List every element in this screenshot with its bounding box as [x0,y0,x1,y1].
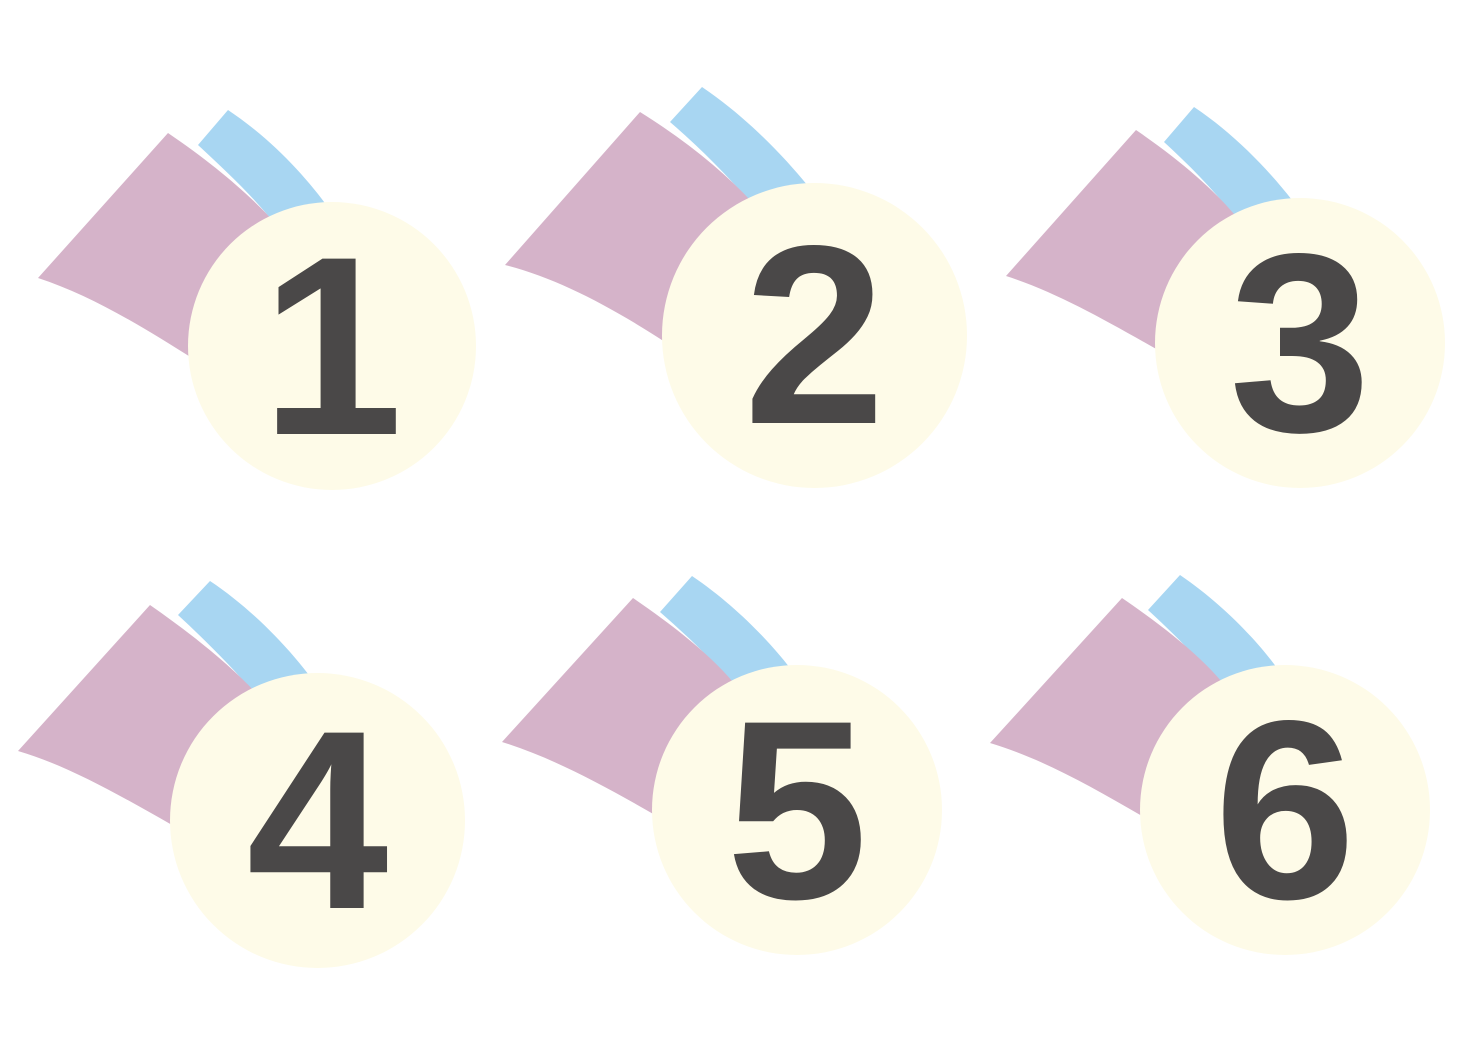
medal-number: 5 [726,667,868,953]
medal-number: 6 [1214,667,1356,953]
medal-5: 5 [485,570,965,1000]
medal-6: 6 [972,570,1452,1000]
medal-disc: 6 [1140,665,1430,955]
medal-number: 3 [1229,200,1371,486]
medal-3: 3 [990,100,1470,530]
medal-disc: 2 [662,183,967,488]
medal-1: 1 [20,100,500,530]
medal-disc: 3 [1155,198,1445,488]
medal-number: 2 [743,193,886,478]
medal-2: 2 [490,80,970,510]
medal-disc: 5 [652,665,942,955]
medal-disc: 1 [188,202,476,490]
medal-4: 4 [0,575,480,1005]
medal-number: 4 [246,678,389,963]
medal-number: 1 [261,203,403,489]
medal-disc: 4 [170,673,465,968]
